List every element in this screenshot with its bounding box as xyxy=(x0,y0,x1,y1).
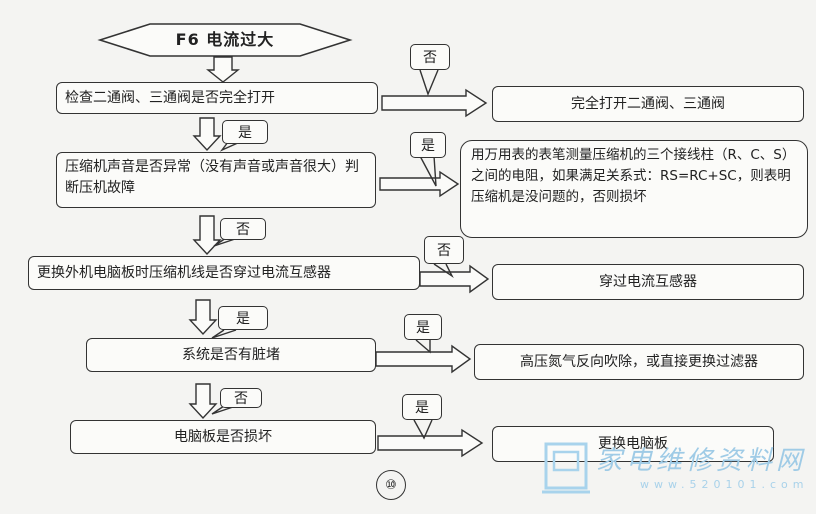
callout-pointer-yes-4 xyxy=(415,339,431,354)
label-no-1: 否 xyxy=(410,44,450,70)
right-arrow-3 xyxy=(419,264,490,294)
flowchart-title: F6 电流过大 xyxy=(175,30,275,49)
system-blocked-box: 系统是否有脏堵 xyxy=(86,338,376,372)
label-yes-3: 是 xyxy=(218,306,268,330)
callout-pointer-no-4 xyxy=(211,405,237,415)
down-arrows xyxy=(188,56,240,420)
board-damaged-text: 电脑板是否损坏 xyxy=(174,429,272,445)
open-valves-text: 完全打开二通阀、三通阀 xyxy=(571,96,725,112)
replace-board-text: 更换外机电脑板时压缩机线是否穿过电流互感器 xyxy=(37,265,331,281)
down-arrow-3 xyxy=(192,215,222,256)
compressor-sound-box: 压缩机声音是否异常（没有声音或声音很大）判断压机故障 xyxy=(56,152,376,208)
board-damaged-box: 电脑板是否损坏 xyxy=(70,420,376,454)
watermark-text: 家电维修资料网 xyxy=(596,446,807,476)
measure-resistance-text: 用万用表的表笔测量压缩机的三个接线柱（R、C、S）之间的电阻，如果满足关系式：R… xyxy=(471,147,796,205)
system-blocked-text: 系统是否有脏堵 xyxy=(182,347,280,363)
measure-resistance-box: 用万用表的表笔测量压缩机的三个接线柱（R、C、S）之间的电阻，如果满足关系式：R… xyxy=(460,140,808,238)
pass-through-text: 穿过电流互感器 xyxy=(599,274,697,290)
down-arrow-4 xyxy=(188,299,218,336)
right-arrow-2 xyxy=(379,170,460,198)
check-valves-box: 检查二通阀、三通阀是否完全打开 xyxy=(56,82,378,114)
replace-board-box: 更换外机电脑板时压缩机线是否穿过电流互感器 xyxy=(28,256,420,290)
callout-pointer-yes-2 xyxy=(419,155,437,187)
right-arrow-1 xyxy=(381,88,488,118)
compressor-sound-text: 压缩机声音是否异常（没有声音或声音很大）判断压机故障 xyxy=(65,159,359,196)
page-number: ⑩ xyxy=(376,470,406,500)
blow-back-text: 高压氮气反向吹除，或直接更换过滤器 xyxy=(520,354,758,370)
callout-pointer-no-3 xyxy=(433,263,454,279)
down-arrow-5 xyxy=(188,383,218,420)
replace-pcb-text: 更换电脑板 xyxy=(598,436,668,452)
blow-back-box: 高压氮气反向吹除，或直接更换过滤器 xyxy=(474,344,804,380)
callout-pointer-yes-5 xyxy=(413,419,433,440)
title-hexagon-shape xyxy=(97,23,353,57)
right-arrow-5 xyxy=(377,428,484,458)
watermark-url: www.520101.com xyxy=(640,478,809,491)
replace-pcb-box: 更换电脑板 xyxy=(492,426,774,462)
label-yes-5: 是 xyxy=(402,394,442,420)
label-yes-4: 是 xyxy=(404,314,442,340)
check-valves-text: 检查二通阀、三通阀是否完全打开 xyxy=(65,90,275,106)
right-arrows xyxy=(375,88,490,458)
open-valves-box: 完全打开二通阀、三通阀 xyxy=(492,86,804,122)
right-arrow-4 xyxy=(375,344,472,374)
down-arrow-1 xyxy=(206,56,240,83)
watermark-logo-icon xyxy=(542,442,590,494)
label-no-2: 否 xyxy=(220,218,266,240)
label-yes-1: 是 xyxy=(222,120,268,144)
callout-pointer-no-2 xyxy=(213,237,239,247)
callout-pointer-yes-3 xyxy=(211,329,237,339)
callout-pointer-no-1 xyxy=(419,69,439,96)
down-arrow-2 xyxy=(192,117,222,152)
pass-through-box: 穿过电流互感器 xyxy=(492,264,804,300)
label-no-3: 否 xyxy=(424,236,464,264)
label-yes-2: 是 xyxy=(410,132,446,158)
label-no-4: 否 xyxy=(220,388,262,408)
callout-pointer-yes-1 xyxy=(219,141,241,152)
